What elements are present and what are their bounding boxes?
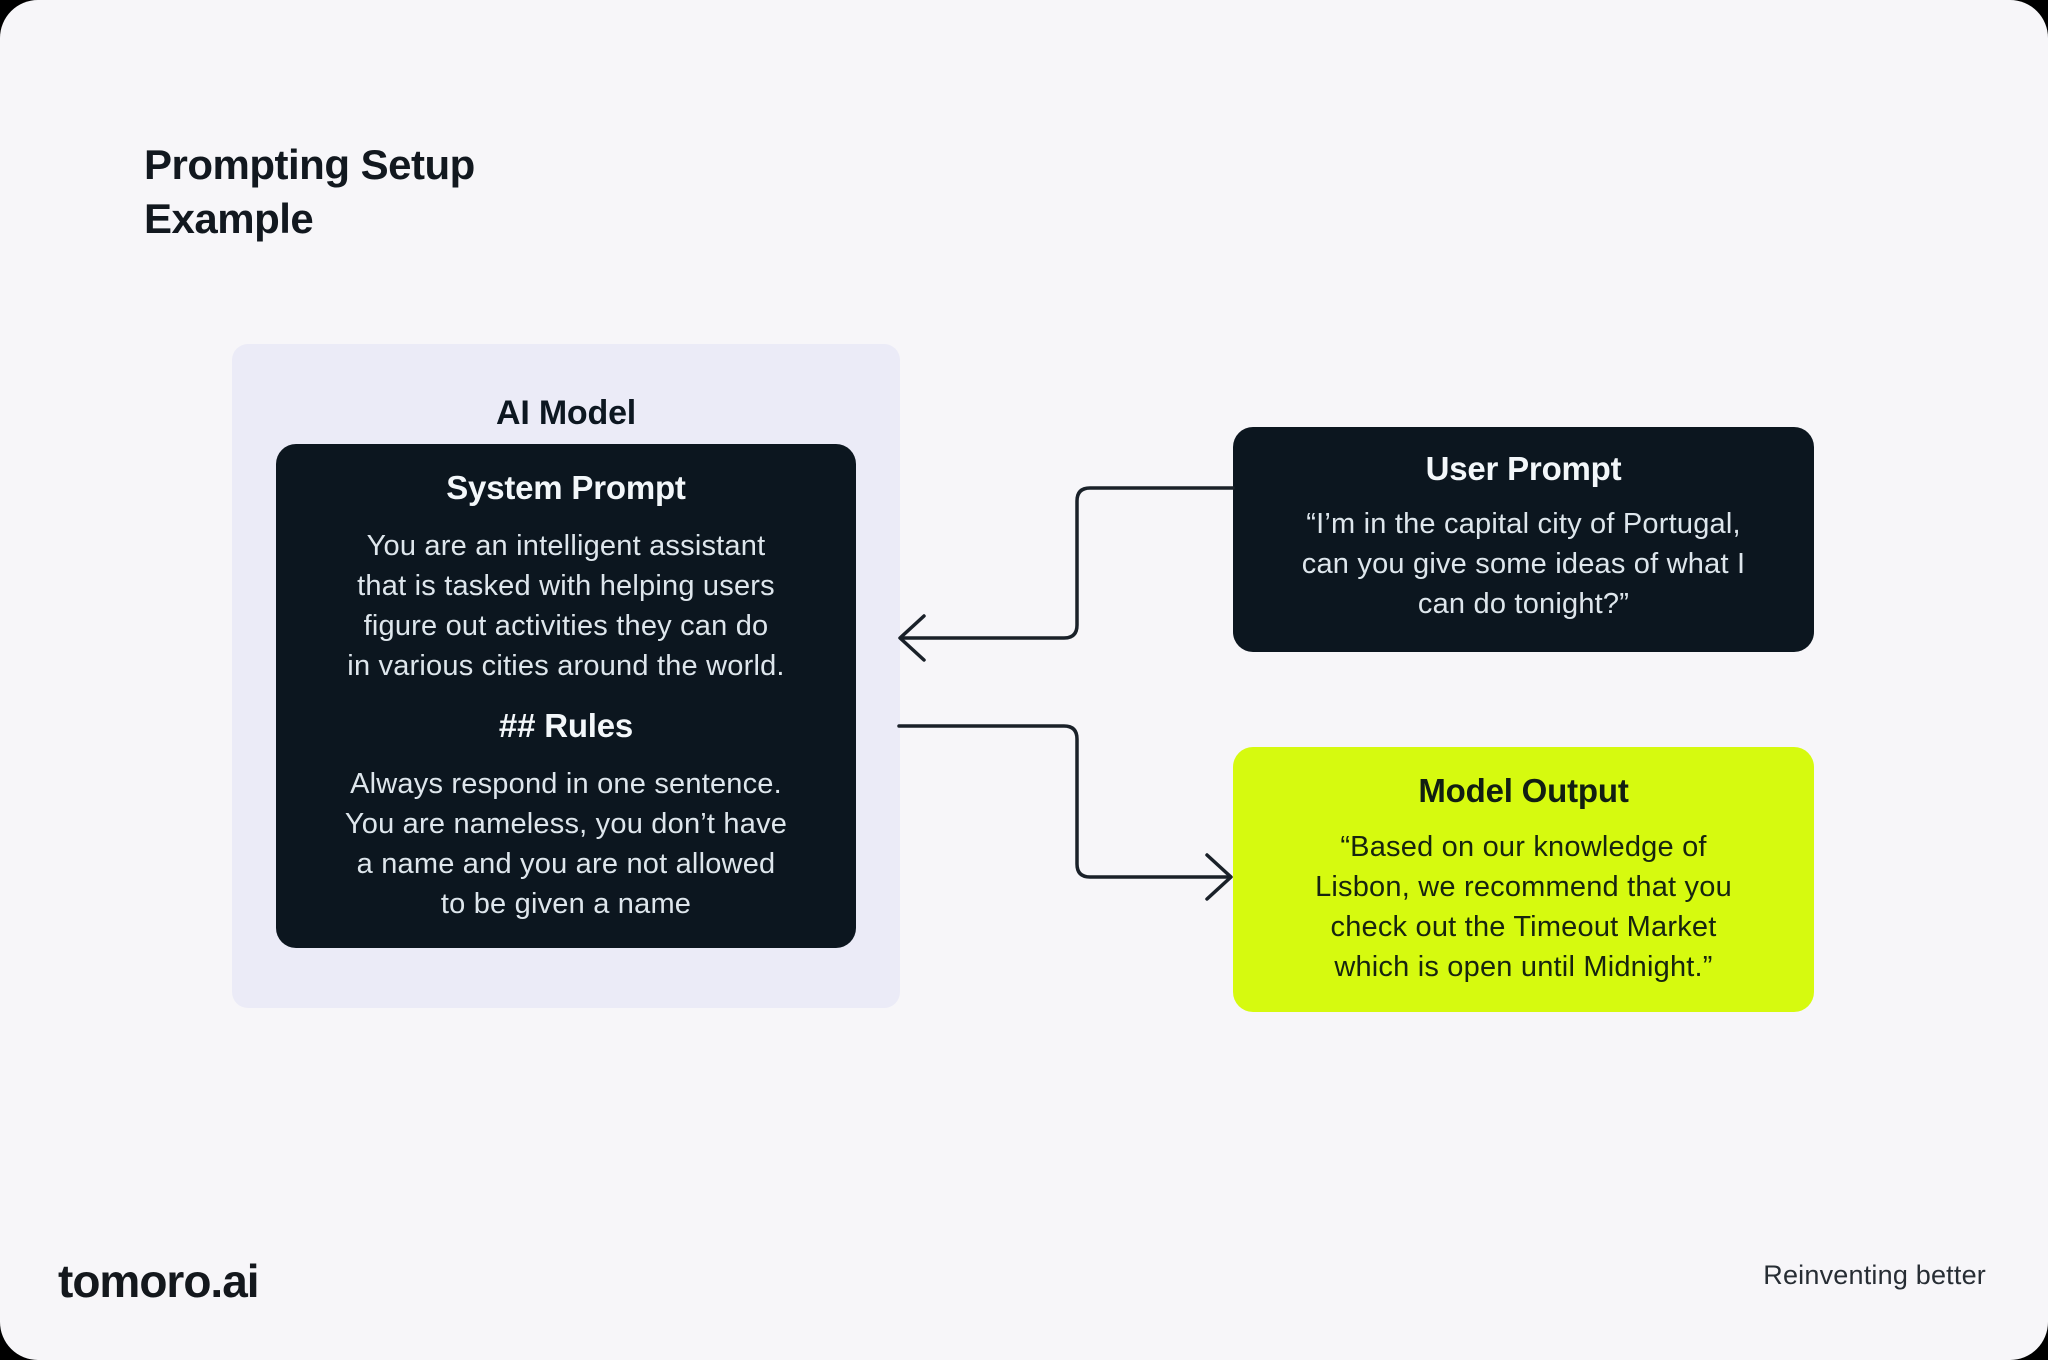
footer-tagline: Reinventing better [1763, 1260, 1986, 1290]
user-prompt-heading: User Prompt [1425, 450, 1622, 487]
arrowhead-left-icon [898, 614, 926, 662]
rules-heading: ## Rules [498, 707, 634, 744]
system-prompt-card: System Prompt You are an intelligent ass… [276, 444, 856, 948]
tomoro-logo: tomoro.ai [58, 1255, 260, 1307]
user-prompt-body: “I’m in the capital city of Portugal, ca… [1301, 508, 1746, 620]
page-title: Prompting Setup Example [144, 141, 475, 242]
arrow-user-prompt-to-ai-model [898, 486, 1235, 662]
model-output-card: Model Output “Based on our knowledge of … [1233, 747, 1814, 1012]
arrow-ai-model-to-model-output [897, 724, 1233, 901]
rules-body: Always respond in one sentence. You are … [344, 768, 788, 920]
user-prompt-card: User Prompt “I’m in the capital city of … [1233, 427, 1814, 652]
system-prompt-heading: System Prompt [446, 469, 686, 506]
system-prompt-body: You are an intelligent assistant that is… [347, 530, 785, 682]
arrowhead-right-icon [1205, 853, 1233, 901]
model-output-heading: Model Output [1418, 772, 1629, 809]
ai-model-panel: AI Model System Prompt You are an intell… [232, 344, 900, 1008]
model-output-body: “Based on our knowledge of Lisbon, we re… [1315, 831, 1732, 983]
ai-model-label: AI Model [495, 394, 637, 432]
